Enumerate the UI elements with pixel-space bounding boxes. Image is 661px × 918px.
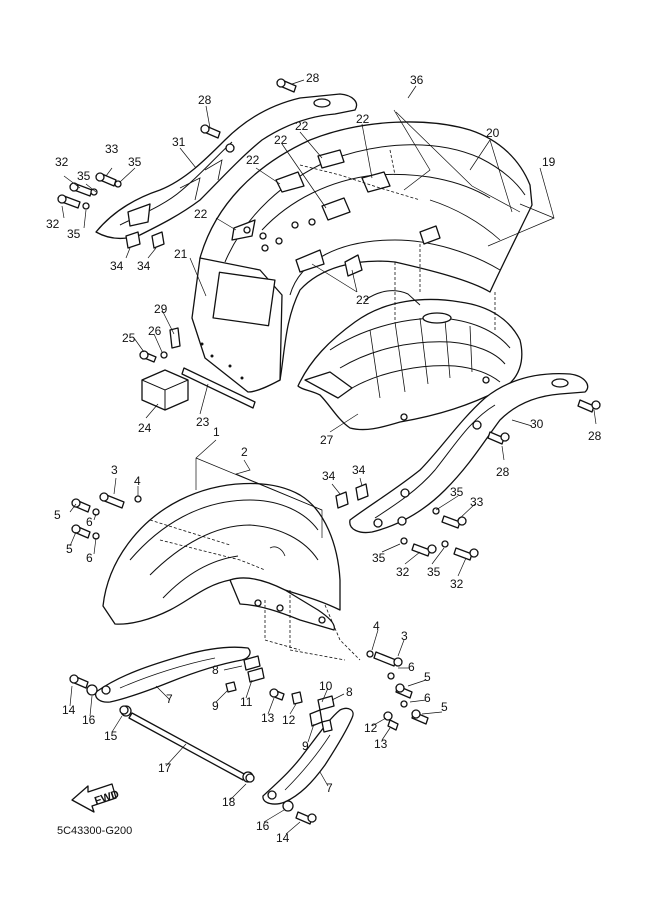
callout-35: 35 <box>427 565 441 579</box>
rear-fender-stay-left <box>95 93 358 240</box>
callout-15: 15 <box>104 729 118 743</box>
callout-12: 12 <box>364 721 378 735</box>
callout-34: 34 <box>110 259 124 273</box>
callout-17: 17 <box>158 761 172 775</box>
fasteners <box>57 78 601 825</box>
callout-9: 9 <box>212 699 219 713</box>
callout-20: 20 <box>486 126 500 140</box>
callout-24: 24 <box>138 421 152 435</box>
callout-22: 22 <box>246 153 260 167</box>
callout-34: 34 <box>352 463 366 477</box>
callout-9: 9 <box>302 739 309 753</box>
callout-6: 6 <box>86 515 93 529</box>
callout-23: 23 <box>196 415 210 429</box>
strip-23 <box>181 367 256 409</box>
catalog-code: 5C43300-G200 <box>57 825 132 837</box>
callout-18: 18 <box>222 795 236 809</box>
callout-22: 22 <box>274 133 288 147</box>
callout-5: 5 <box>424 670 431 684</box>
callout-16: 16 <box>256 819 270 833</box>
callout-11: 11 <box>240 695 253 709</box>
callout-6: 6 <box>408 660 415 674</box>
callout-28: 28 <box>198 93 212 107</box>
callout-14: 14 <box>62 703 76 717</box>
callout-29: 29 <box>154 302 168 316</box>
callout-1: 1 <box>213 425 220 439</box>
callout-8: 8 <box>212 663 219 677</box>
leader-lines <box>61 79 597 835</box>
callout-32: 32 <box>55 155 69 169</box>
callout-5: 5 <box>441 700 448 714</box>
rear-fender <box>191 121 533 393</box>
callout-4: 4 <box>134 474 141 488</box>
plate-29 <box>169 327 181 349</box>
callout-19: 19 <box>542 155 556 169</box>
callout-22: 22 <box>356 293 370 307</box>
callout-35: 35 <box>77 169 91 183</box>
callout-12: 12 <box>282 713 296 727</box>
front-fender-stay-left <box>94 646 251 703</box>
rear-fender-stay-right <box>349 372 589 534</box>
callout-36: 36 <box>410 73 424 87</box>
callout-35: 35 <box>128 155 142 169</box>
callouts: 28 28 36 31 22 22 22 22 22 22 20 19 33 3… <box>46 71 602 845</box>
callout-35: 35 <box>372 551 386 565</box>
callout-21: 21 <box>174 247 188 261</box>
callout-4: 4 <box>373 619 380 633</box>
callout-28: 28 <box>496 465 510 479</box>
callout-28: 28 <box>306 71 320 85</box>
callout-13: 13 <box>261 711 275 725</box>
callout-32: 32 <box>450 577 464 591</box>
callout-30: 30 <box>530 417 544 431</box>
callout-22: 22 <box>194 207 208 221</box>
callout-22: 22 <box>356 112 370 126</box>
callout-16: 16 <box>82 713 96 727</box>
callout-34: 34 <box>137 259 151 273</box>
callout-27: 27 <box>320 433 334 447</box>
axle-shaft <box>120 705 254 783</box>
callout-6: 6 <box>86 551 93 565</box>
callout-25: 25 <box>122 331 136 345</box>
front-fender-stay-right <box>262 707 354 805</box>
callout-31: 31 <box>172 135 186 149</box>
callout-10: 10 <box>319 679 333 693</box>
callout-28: 28 <box>588 429 602 443</box>
callout-5: 5 <box>66 542 73 556</box>
callout-14: 14 <box>276 831 290 845</box>
pad-24 <box>141 369 189 411</box>
callout-35: 35 <box>450 485 464 499</box>
fwd-arrow-icon: FWD <box>71 783 121 813</box>
callout-35: 35 <box>67 227 81 241</box>
callout-34: 34 <box>322 469 336 483</box>
callout-7: 7 <box>166 692 173 706</box>
callout-33: 33 <box>105 142 119 156</box>
callout-3: 3 <box>111 463 118 477</box>
callout-2: 2 <box>241 445 248 459</box>
callout-5: 5 <box>54 508 61 522</box>
callout-22: 22 <box>295 119 309 133</box>
callout-7: 7 <box>326 781 333 795</box>
callout-32: 32 <box>46 217 60 231</box>
callout-32: 32 <box>396 565 410 579</box>
callout-8: 8 <box>346 685 353 699</box>
front-fender <box>102 482 361 661</box>
callout-3: 3 <box>401 629 408 643</box>
callout-26: 26 <box>148 324 162 338</box>
callout-33: 33 <box>470 495 484 509</box>
callout-6: 6 <box>424 691 431 705</box>
callout-13: 13 <box>374 737 388 751</box>
